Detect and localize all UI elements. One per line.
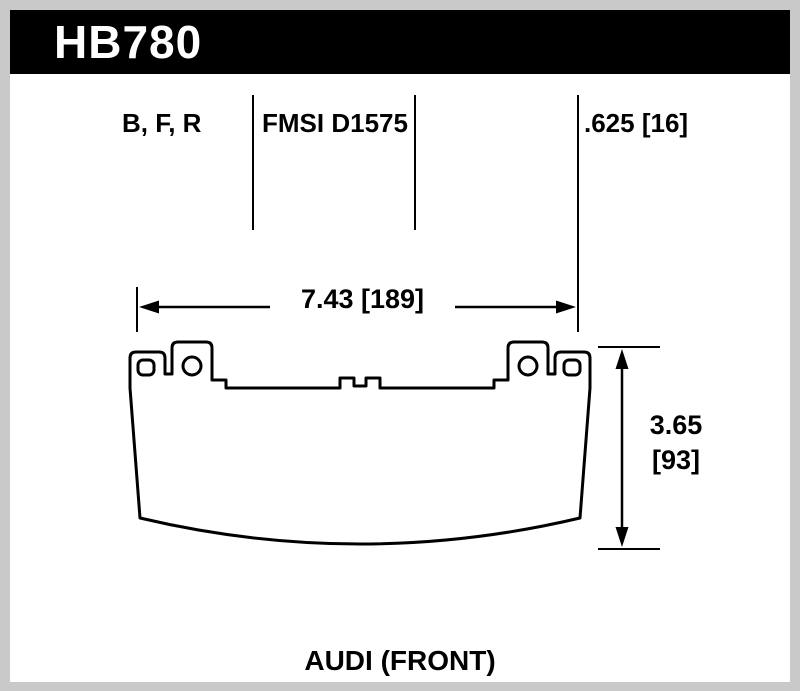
application-label: AUDI (FRONT) [304,645,496,676]
spec-pad-thickness: .625 [16] [584,108,689,138]
height-dimension-label: 3.65 [93] [634,408,718,478]
width-dimension-label: 7.43 [189] [270,284,455,315]
spec-compounds: B, F, R [122,108,202,138]
height-value-metric: [93] [651,445,700,475]
height-value: 3.65 [649,410,703,440]
spec-fmsi-number: FMSI D1575 [262,108,408,138]
header-bar: HB780 [10,10,790,74]
part-number: HB780 [54,16,203,68]
